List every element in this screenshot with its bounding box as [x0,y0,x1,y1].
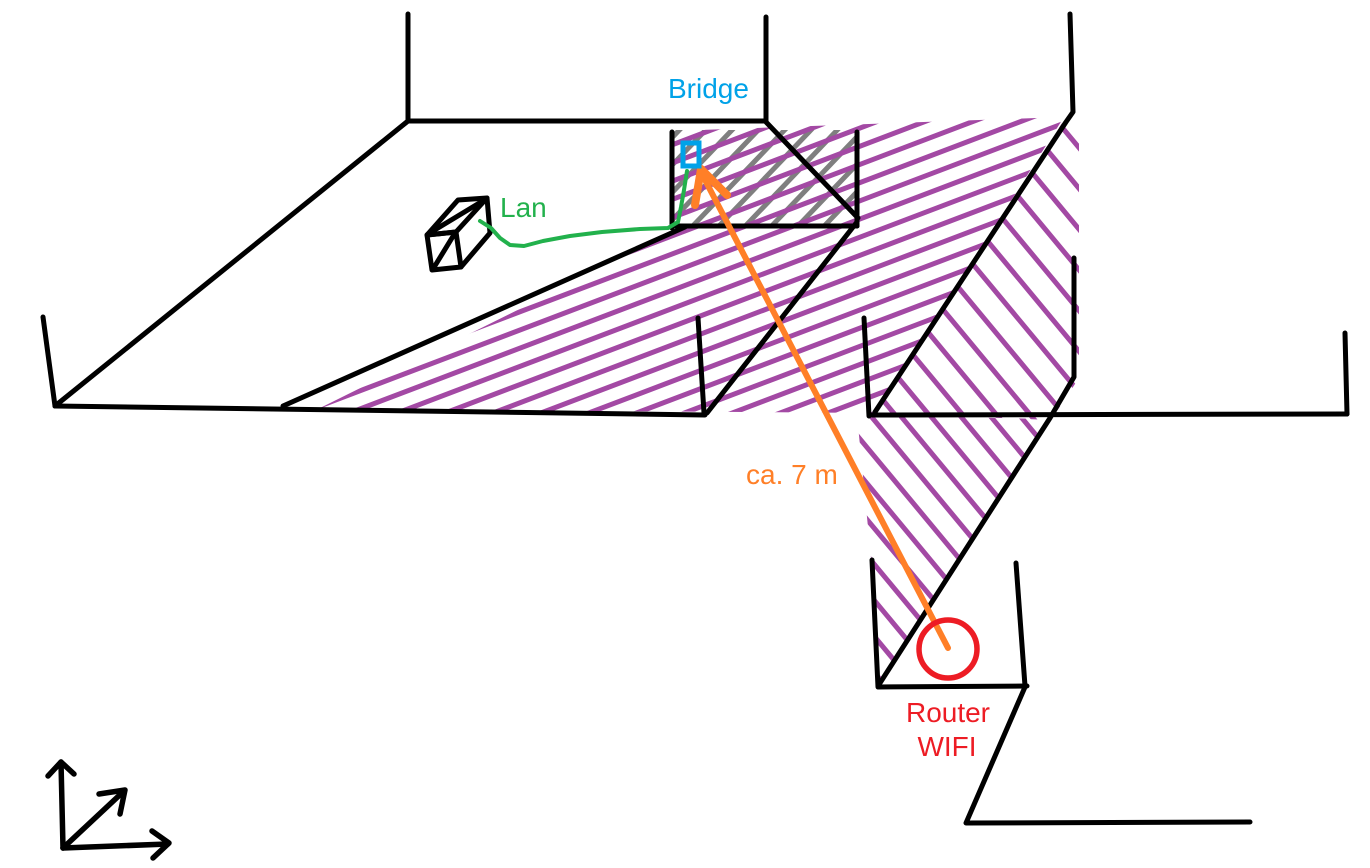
lower-wall-zigzag [963,684,1253,826]
doorway-left-diagonal [704,219,860,416]
devices-and-annotations [478,140,980,681]
lan-label: Lan [500,192,547,223]
axis-arrow [96,787,128,817]
left-corner-post [40,314,58,409]
lan-cable [478,169,689,248]
hatch-layer [318,117,1079,686]
floor-edge-left [52,403,708,418]
router-wifi-label: WIFI [917,731,976,762]
right-wall-outer-edge [872,11,1076,415]
right-wall-inner-edge [877,255,1077,686]
distance-label: ca. 7 m [746,459,838,490]
corridor-wall-hatch [857,415,1048,686]
axis-arrow [60,841,171,851]
bridge-label: Bridge [668,73,749,104]
distance-arrowhead-stroke [691,165,705,209]
doorway-left-post [695,315,707,416]
axis-arrow [58,759,66,851]
distance-arrow-shaft [700,173,951,651]
distance-arrow [691,165,951,651]
bridge-wall-diagonal [763,119,861,221]
bridge-device [680,140,702,169]
floor-edge-right [869,411,1350,418]
lan-box-top-diagonal [425,196,489,237]
lan-box-right-face [458,195,493,270]
distance-arrowhead-stroke [697,165,731,199]
left-wall-edge [52,118,411,409]
lan-box-front-diagonal [430,230,458,272]
axes-indicator [45,759,172,861]
floor-front-edge [280,224,688,409]
router-wifi-circle [916,617,980,681]
room-outlines [40,11,1350,861]
axis-arrow [60,788,127,851]
bridge-wall-hatch [671,130,858,227]
floor-right-end-post [1342,330,1350,417]
doorway-right-post [861,315,872,419]
axis-arrow [149,828,172,861]
axis-arrow [45,759,77,779]
router-room-right-wall [1013,560,1028,689]
router-room-left-wall [869,557,1030,690]
router-label: Router [906,697,990,728]
lan-device-box [424,195,493,273]
